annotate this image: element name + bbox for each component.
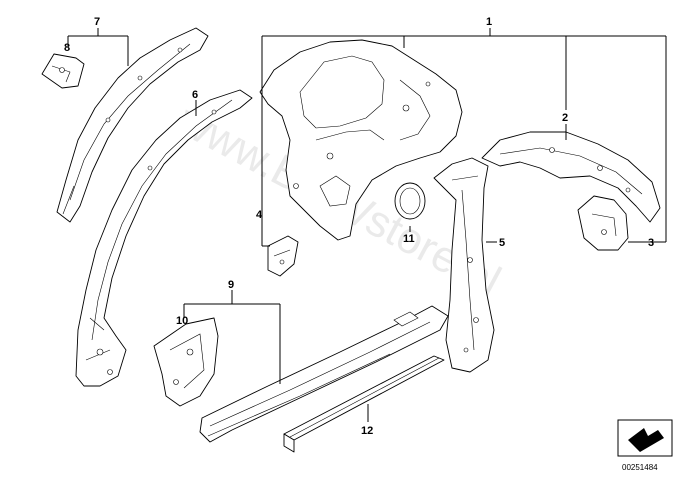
callout-2: 2 xyxy=(562,112,568,124)
part-5-b-pillar xyxy=(433,157,495,373)
part-6-inner-pillar xyxy=(75,89,253,387)
callout-9: 9 xyxy=(228,279,234,291)
part-11-filler-ring xyxy=(394,182,426,220)
callout-1: 1 xyxy=(486,16,492,28)
callout-6: 6 xyxy=(192,89,198,101)
callout-12: 12 xyxy=(361,425,373,437)
callout-11: 11 xyxy=(403,233,415,245)
callout-3: 3 xyxy=(648,237,654,249)
part-12-sill-strip xyxy=(283,355,445,453)
callout-labels: 1 2 3 4 5 6 7 8 9 10 11 12 xyxy=(64,16,654,437)
arrow-icon[interactable] xyxy=(617,419,673,457)
callout-10: 10 xyxy=(176,315,188,327)
part-10-sill-bracket xyxy=(153,317,219,407)
part-3-bracket xyxy=(577,195,629,251)
part-7-a-pillar xyxy=(56,27,209,223)
part-8-bracket xyxy=(41,53,85,89)
reference-number: 00251484 xyxy=(622,463,658,472)
part-9-sill xyxy=(199,305,449,443)
callout-7: 7 xyxy=(94,16,100,28)
part-1-side-frame xyxy=(259,39,463,241)
part-2-wheelhouse xyxy=(481,131,661,223)
callout-8: 8 xyxy=(64,42,70,54)
part-4-bracket xyxy=(267,235,299,277)
callout-4: 4 xyxy=(256,209,263,221)
leader-lines xyxy=(67,28,667,422)
callout-5: 5 xyxy=(499,237,505,249)
